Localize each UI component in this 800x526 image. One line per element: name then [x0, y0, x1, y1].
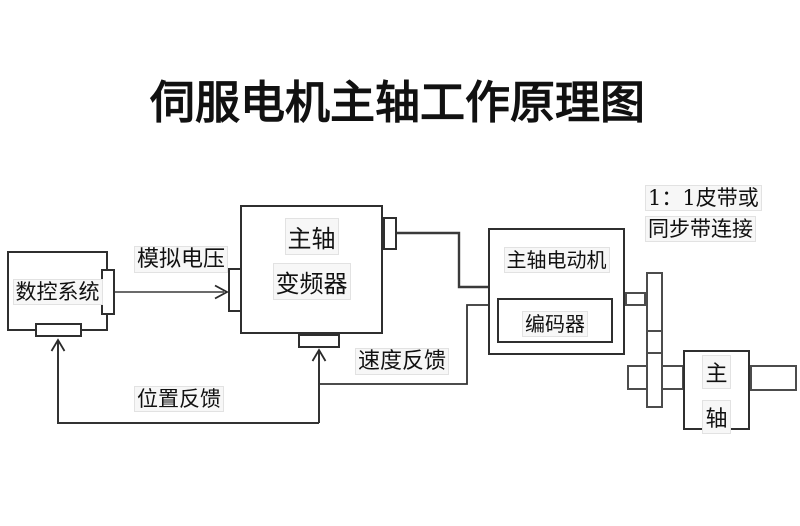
inverter-label: 主轴 变频器: [240, 218, 383, 300]
analog-voltage-label: 模拟电压: [134, 246, 229, 273]
position-feedback-arrowhead: [50, 338, 66, 352]
cnc-bottom-port: [35, 323, 82, 337]
spindle-output-shaft: [750, 365, 797, 391]
belt-divider-top: [648, 330, 661, 332]
position-feedback-label: 位置反馈: [134, 386, 224, 412]
spindle-label-line2: 轴: [702, 400, 731, 434]
spindle-label-line1: 主: [702, 355, 731, 389]
belt-note: 1：1皮带或 同步带连接: [645, 185, 763, 243]
inverter-to-motor-wire: [397, 231, 488, 289]
speed-feedback-label: 速度反馈: [355, 348, 450, 375]
inverter-right-port: [383, 217, 397, 250]
diagram-title: 伺服电机主轴工作原理图: [150, 76, 646, 129]
inverter-label-line2: 变频器: [272, 263, 351, 300]
belt-pulley: [646, 272, 663, 408]
belt-divider-bottom: [648, 352, 661, 354]
motor-shaft: [625, 292, 646, 306]
inverter-left-port: [228, 268, 242, 312]
motor-label: 主轴电动机: [490, 244, 623, 273]
speed-feedback-arrowhead: [311, 348, 327, 362]
belt-note-line2: 同步带连接: [645, 216, 756, 243]
inverter-bottom-port: [298, 334, 340, 348]
belt-note-line1: 1：1皮带或: [645, 185, 762, 211]
encoder-label: 编码器: [497, 308, 613, 337]
spindle-label: 主 轴: [683, 355, 750, 434]
analog-voltage-arrowhead: [214, 284, 229, 300]
inverter-label-line1: 主轴: [284, 218, 339, 255]
cnc-system-label: 数控系统: [10, 276, 105, 306]
